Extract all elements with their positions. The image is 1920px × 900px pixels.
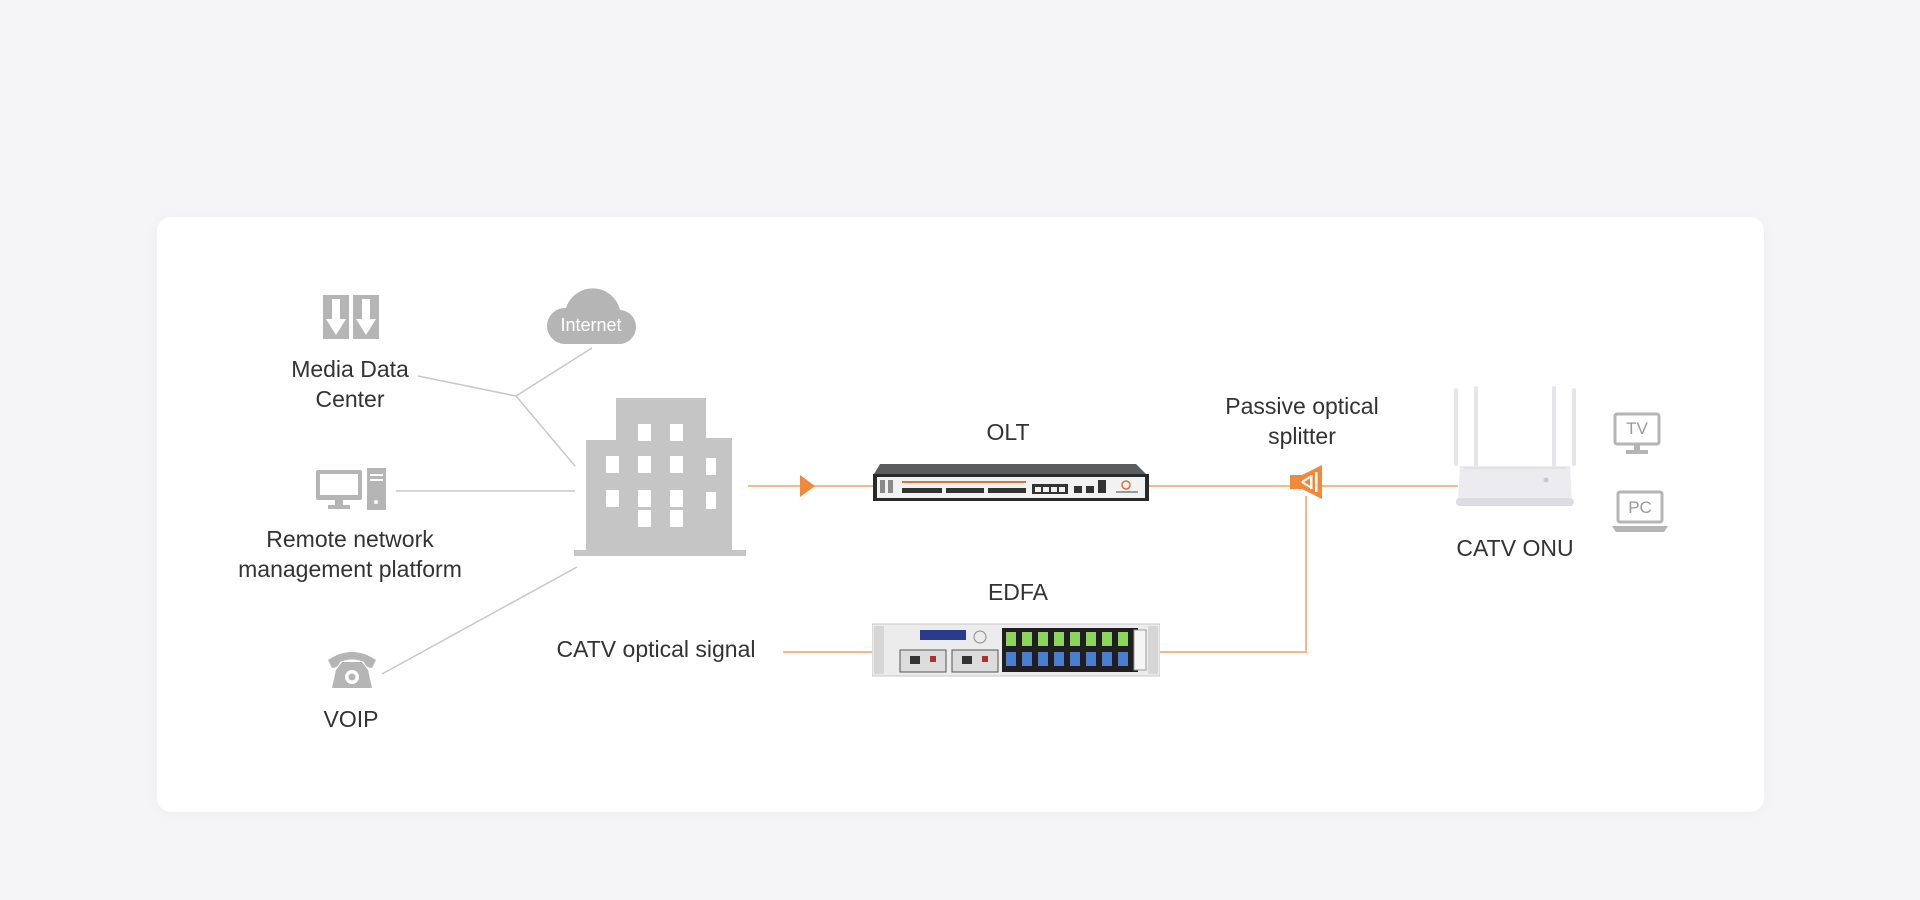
edfa-label: EDFA bbox=[987, 579, 1049, 605]
edfa-device-icon bbox=[872, 623, 1160, 677]
telephone-icon bbox=[328, 652, 376, 688]
cloud-icon bbox=[546, 288, 636, 345]
olt-label: OLT bbox=[986, 419, 1030, 445]
desktop-computer-icon bbox=[316, 468, 386, 510]
olt-device-icon bbox=[873, 464, 1149, 501]
splitter-label: Passive optical splitter bbox=[1225, 393, 1379, 449]
splitter-icon bbox=[1290, 465, 1322, 499]
laptop-icon bbox=[1612, 490, 1668, 532]
arrow-right-icon bbox=[800, 475, 815, 497]
catv-signal-label: CATV optical signal bbox=[556, 636, 756, 662]
remote-platform-label: Remote network management platform bbox=[238, 526, 462, 582]
building-icon bbox=[574, 398, 746, 556]
tv-label: TV bbox=[1626, 419, 1648, 438]
link-voip-building bbox=[381, 566, 578, 675]
media-data-center-label: Media Data Center bbox=[291, 356, 409, 412]
link-hub-building bbox=[515, 395, 576, 467]
router-icon bbox=[1454, 386, 1576, 506]
link-internet-hub bbox=[515, 347, 593, 397]
fiber-edfa-splitter bbox=[1158, 496, 1307, 653]
voip-label: VOIP bbox=[323, 706, 379, 732]
internet-label: Internet bbox=[560, 315, 622, 335]
catv-onu-label: CATV ONU bbox=[1456, 535, 1574, 561]
tv-icon bbox=[1613, 412, 1661, 454]
diagram-card bbox=[157, 217, 1764, 812]
pc-label: PC bbox=[1628, 498, 1652, 517]
download-arrows-icon bbox=[323, 295, 379, 339]
link-media-hub bbox=[417, 375, 517, 397]
